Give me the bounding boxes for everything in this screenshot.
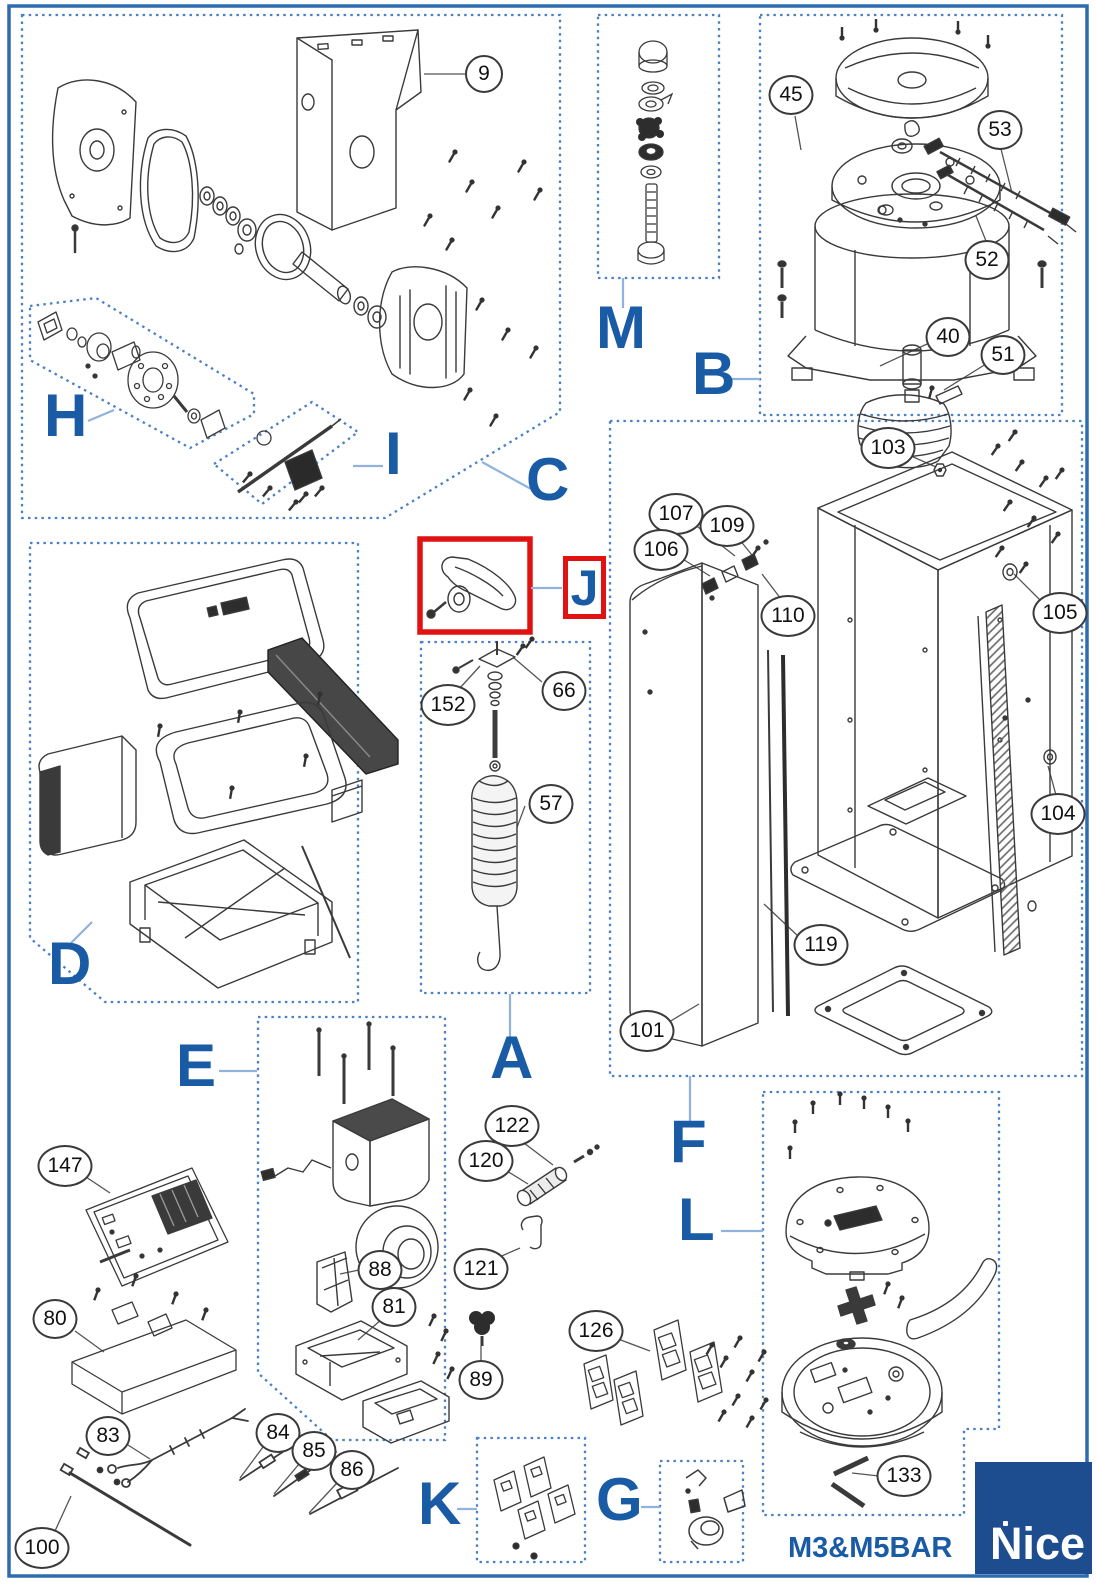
callout-86: 86 (329, 1450, 375, 1490)
product-model-label: M3&M5BAR (788, 1532, 953, 1564)
callout-107: 107 (648, 493, 704, 535)
group-label-i: I (385, 420, 402, 487)
callout-121: 121 (453, 1248, 509, 1290)
callout-152: 152 (420, 684, 476, 726)
callout-110: 110 (760, 595, 816, 637)
plate-part-88 (316, 1251, 353, 1313)
spring-exploded-drawing (452, 634, 537, 972)
callout-104: 104 (1030, 793, 1086, 835)
worm-gear-drawing (236, 418, 342, 514)
nice-brand-text: Nice (989, 1518, 1085, 1569)
front-cover-part-101 (629, 562, 703, 1047)
group-m-box (596, 13, 721, 280)
light-dome-cover (785, 1176, 930, 1275)
callout-147: 147 (37, 1145, 93, 1187)
bracket-drawing (71, 1271, 237, 1415)
group-label-a: A (490, 1024, 534, 1091)
callout-66: 66 (541, 671, 587, 711)
group-b-box (758, 13, 1064, 417)
nice-brand-logo: Nice (975, 1462, 1092, 1574)
drive-unit-exploded-drawing (260, 1021, 457, 1444)
limit-switch-blocks-drawing (583, 1319, 771, 1431)
group-label-h: H (44, 382, 88, 449)
callout-85: 85 (291, 1431, 337, 1471)
callout-9: 9 (465, 55, 503, 93)
callout-103: 103 (860, 427, 916, 469)
callout-126: 126 (568, 1310, 624, 1352)
motor-exploded-drawing (777, 17, 1077, 469)
release-lever-drawing (426, 556, 517, 619)
group-label-g: G (596, 1466, 643, 1533)
callout-119: 119 (793, 924, 849, 966)
clutch-exploded-drawing (37, 311, 226, 439)
group-label-j: J (570, 559, 599, 616)
nice-trademark-dot (1003, 1521, 1008, 1526)
group-d-box (28, 541, 360, 1004)
callout-105: 105 (1032, 592, 1088, 634)
callout-53: 53 (977, 110, 1023, 150)
cover-exploded-drawing (38, 558, 399, 989)
group-label-j-highlighted: J (563, 556, 606, 619)
group-label-d: D (48, 930, 92, 997)
callout-57: 57 (528, 784, 574, 824)
callout-88: 88 (357, 1250, 403, 1290)
label-connectors (69, 278, 763, 1511)
photocell-housings-drawing (493, 1456, 576, 1560)
group-f-box (608, 419, 1084, 1078)
group-l-box (761, 1090, 1001, 1517)
group-j-highlight-box (417, 536, 533, 635)
group-label-m: M (596, 294, 646, 361)
callout-133: 133 (876, 1455, 932, 1497)
callout-52: 52 (964, 240, 1010, 280)
base-gasket (814, 965, 993, 1056)
mounting-bracket-part-9 (296, 29, 422, 231)
callout-101: 101 (619, 1010, 675, 1052)
group-label-e: E (176, 1032, 217, 1099)
callout-40: 40 (925, 317, 971, 357)
callout-45: 45 (768, 75, 814, 115)
pivot-parts-drawing (469, 1144, 600, 1346)
callout-51: 51 (980, 335, 1026, 375)
cabinet-exploded-drawing (629, 427, 1073, 1056)
group-label-f: F (670, 1108, 707, 1175)
callout-120: 120 (458, 1140, 514, 1182)
callout-83: 83 (85, 1416, 131, 1456)
group-k-box (475, 1436, 587, 1564)
group-label-c: C (526, 446, 570, 513)
group-label-k: K (418, 1470, 462, 1537)
group-g-box (658, 1459, 745, 1564)
control-board-drawing (85, 1167, 229, 1287)
housing-part-81 (295, 1320, 408, 1401)
callout-81: 81 (371, 1287, 417, 1327)
group-e-box (256, 1015, 447, 1442)
group-a-box (419, 640, 592, 995)
group-label-b: B (692, 340, 736, 407)
page-border (7, 4, 1089, 1578)
callout-89: 89 (458, 1360, 504, 1400)
rack-strip-part-119 (985, 604, 1021, 956)
callout-100: 100 (14, 1527, 70, 1569)
callout-106: 106 (633, 529, 689, 571)
fittings-drawing (685, 1469, 746, 1550)
boot-part-40 (857, 394, 952, 469)
flashing-light-exploded-drawing (781, 1090, 998, 1509)
release-mechanism-drawing (636, 40, 674, 265)
callout-109: 109 (699, 505, 755, 547)
group-i-box (212, 400, 361, 506)
callout-80: 80 (32, 1299, 78, 1339)
group-label-l: L (678, 1186, 715, 1253)
gearmotor-exploded-drawing (51, 29, 545, 429)
